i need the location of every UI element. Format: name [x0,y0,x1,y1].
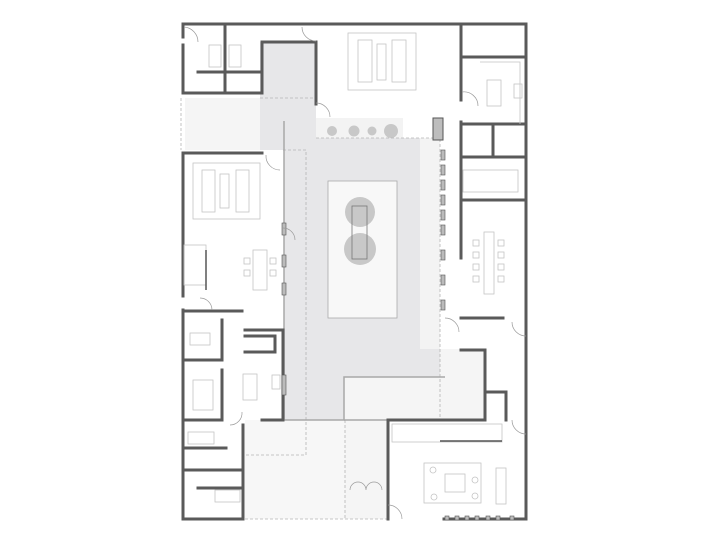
living-set-north [347,32,417,91]
doors [183,26,527,520]
trees [327,124,398,265]
shaded-areas [185,42,485,519]
terrace-southwest [245,420,345,519]
terrace-south [344,349,485,519]
double-door-icon [349,481,383,491]
terrace-west [185,98,261,150]
tree-icon [345,197,375,227]
door-icon [229,411,243,426]
tree-icon [384,124,398,138]
tree-icon [348,125,360,137]
dining-table-west [243,249,277,291]
door-icon [199,297,213,311]
furniture [187,32,523,505]
windows [281,149,515,521]
kitchen-west [242,373,281,401]
courtyard-edge [420,138,440,349]
door-icon [387,504,403,520]
tree-icon [344,233,376,265]
tree-icon [367,126,377,136]
living-set-south [423,462,507,505]
stairs [183,169,519,443]
dining-table-east [472,231,505,295]
door-icon [301,26,317,42]
dashed-lines [180,97,445,520]
beds-north [208,44,242,68]
planter-strip [316,118,403,138]
kitchen-east [480,61,523,124]
door-icon [511,419,527,435]
door-icon [511,321,527,337]
door-icon [461,91,479,107]
door-icon [265,154,281,171]
door-icon [315,102,331,118]
column [432,117,444,141]
door-icon [444,317,460,333]
tree-icon [327,126,337,136]
door-icon [183,26,199,43]
living-set-west [192,162,261,220]
beds-south [187,332,241,503]
water-feature [351,205,368,260]
door-icon [282,227,296,241]
